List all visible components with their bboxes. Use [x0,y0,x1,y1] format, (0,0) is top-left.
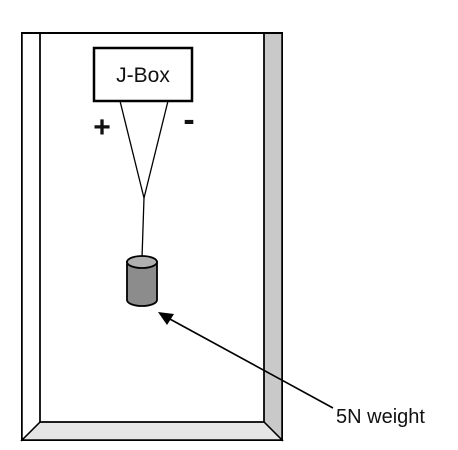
junction-box-label: J-Box [116,64,170,87]
weight-top [126,255,158,269]
junction-box-outline [92,46,194,103]
positive-terminal-label: + [93,111,111,144]
panel-inner-edge [39,33,265,423]
hanging-wire [141,197,145,259]
positive-wire [119,100,145,199]
weight-body [126,261,158,307]
wires [119,100,169,259]
negative-terminal-label: - [183,101,194,139]
junction-box: J-Box [92,46,194,103]
weight-label: 5N weight [336,406,425,428]
negative-wire [143,100,169,199]
panel-bottom-side [20,421,284,441]
weight-cylinder [126,255,158,307]
weight-pointer-arrow [158,312,334,409]
panel-left-side [21,32,41,442]
